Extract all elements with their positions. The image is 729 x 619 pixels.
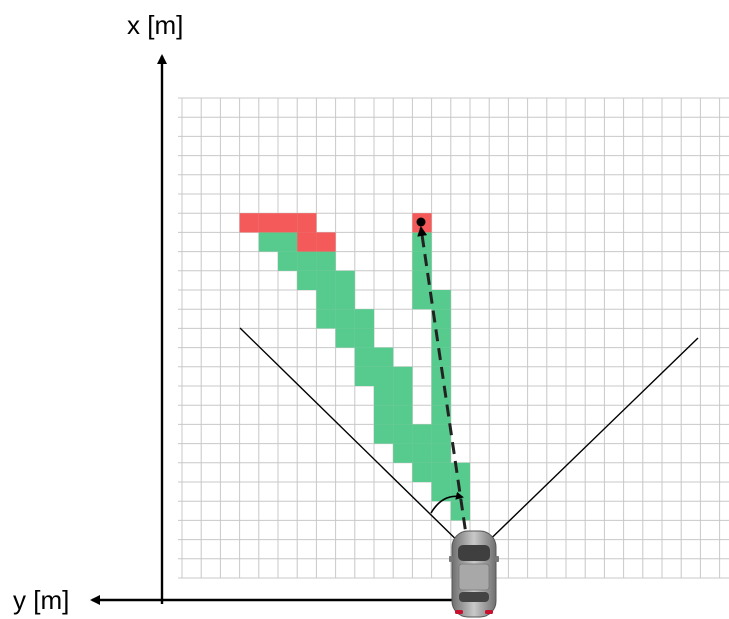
free-cell <box>374 424 393 443</box>
free-cell <box>393 405 412 424</box>
free-cell <box>451 463 470 482</box>
occupied-cell <box>297 232 316 251</box>
occupied-cell <box>316 232 335 251</box>
occupied-cell <box>240 213 259 232</box>
free-cell <box>374 386 393 405</box>
free-cell <box>374 367 393 386</box>
free-cell <box>412 252 431 271</box>
occupied-cell <box>259 213 278 232</box>
free-cell <box>432 290 451 309</box>
vehicle-icon <box>449 531 499 617</box>
free-cell <box>374 405 393 424</box>
free-cell <box>297 252 316 271</box>
occupied-cell <box>297 213 316 232</box>
free-cell <box>451 482 470 501</box>
y-axis-label: y [m] <box>13 585 69 615</box>
free-cell <box>355 309 374 328</box>
free-cell <box>412 424 431 443</box>
free-cell <box>316 309 335 328</box>
free-cell <box>316 252 335 271</box>
free-cell <box>393 367 412 386</box>
free-cell <box>259 232 278 251</box>
free-cell <box>393 424 412 443</box>
free-cell <box>355 348 374 367</box>
free-cell <box>412 444 431 463</box>
free-cell <box>336 271 355 290</box>
free-cell <box>393 444 412 463</box>
free-cell <box>355 367 374 386</box>
free-cell <box>432 386 451 405</box>
free-cell <box>316 271 335 290</box>
ray-target-point <box>417 218 426 227</box>
free-cell <box>412 290 431 309</box>
occupied-cell <box>278 213 297 232</box>
free-cell <box>432 424 451 443</box>
free-cell <box>432 463 451 482</box>
free-cells <box>259 232 470 520</box>
free-cell <box>336 309 355 328</box>
free-cell <box>336 328 355 347</box>
free-cell <box>278 232 297 251</box>
free-cell <box>374 348 393 367</box>
free-cell <box>393 386 412 405</box>
free-cell <box>412 463 431 482</box>
free-cell <box>278 252 297 271</box>
x-axis-label: x [m] <box>127 10 183 40</box>
free-cell <box>355 328 374 347</box>
free-cell <box>432 328 451 347</box>
free-cell <box>316 290 335 309</box>
free-cell <box>297 271 316 290</box>
free-cell <box>336 290 355 309</box>
free-cell <box>432 444 451 463</box>
